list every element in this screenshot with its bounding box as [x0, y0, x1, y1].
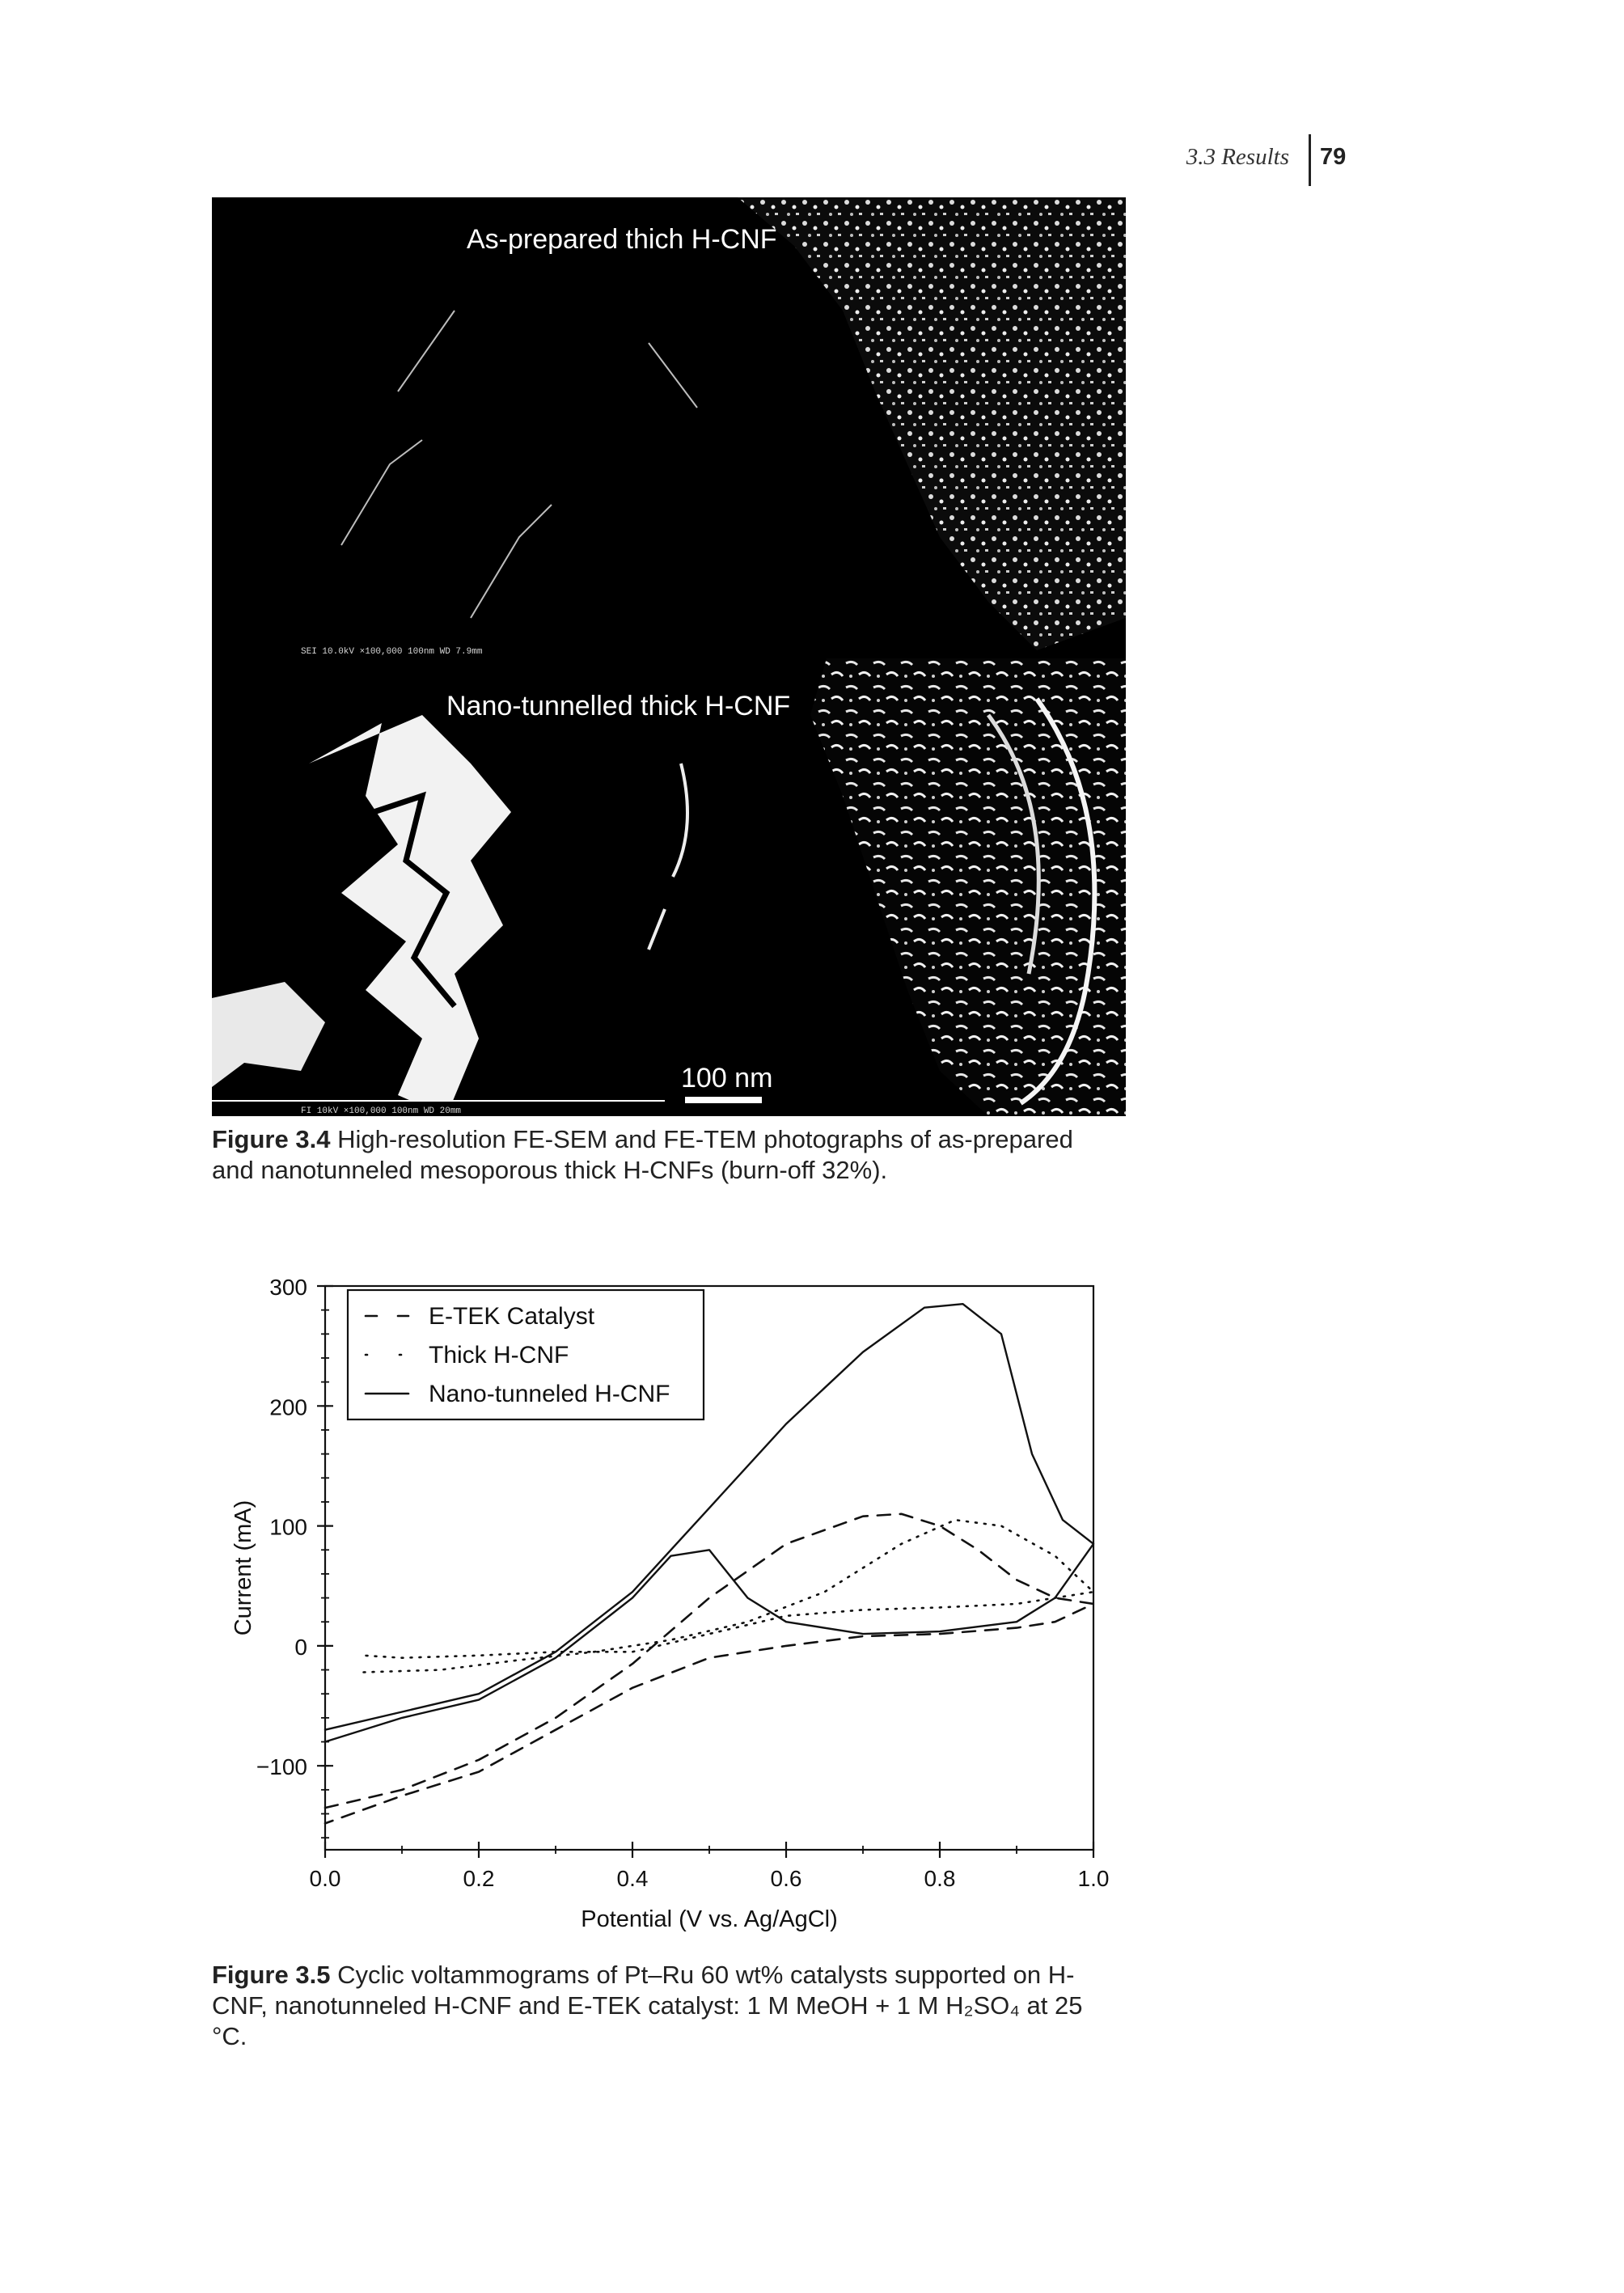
panel-bottom-label: Nano-tunnelled thick H-CNF [446, 691, 790, 721]
section-title: 3.3 Results [1186, 144, 1289, 170]
infobar-top-text: SEI 10.0kV ×100,000 100nm WD 7.9mm [301, 647, 483, 657]
series-line-1 [362, 1518, 1095, 1673]
micrograph-image: As-prepared thich H-CNF SEI 10.0kV ×100,… [212, 197, 1126, 1116]
scalebar [685, 1097, 762, 1103]
y-tick-label: −100 [256, 1754, 307, 1779]
series-line-0 [324, 1512, 1095, 1825]
legend-label-0: E-TEK Catalyst [429, 1303, 595, 1330]
tunnel-structure [309, 715, 511, 1116]
infobar-bottom-text: FI 10kV ×100,000 100nm WD 20mm [301, 1106, 461, 1116]
fiber-wall-texture [810, 658, 1126, 1116]
header-rule [1309, 134, 1311, 186]
caption-label: Figure 3.5 [212, 1961, 331, 1989]
x-tick-label: 0.8 [924, 1866, 956, 1891]
legend-label-2: Nano-tunneled H-CNF [429, 1381, 670, 1407]
legend-box [346, 1288, 705, 1421]
y-tick-label: 300 [269, 1275, 307, 1300]
y-axis-label: Current (mA) [230, 1500, 256, 1636]
caption-label: Figure 3.4 [212, 1125, 331, 1153]
caption-text: High-resolution FE-SEM and FE-TEM photog… [212, 1125, 1073, 1184]
panel-top-label: As-prepared thich H-CNF [467, 224, 777, 255]
running-head: 3.3 Results 79 [1051, 134, 1367, 186]
legend-label-1: Thick H-CNF [429, 1342, 569, 1369]
figure-caption-3-5: Figure 3.5 Cyclic voltammograms of Pt–Ru… [212, 1960, 1118, 2052]
x-tick-label: 0.2 [463, 1866, 495, 1891]
x-tick-label: 0.0 [310, 1866, 341, 1891]
infobar-top [212, 641, 697, 658]
chart-svg: 300 200 100 0 −100 0.0 0.2 0.4 0.6 0.8 1.0Potentia… [230, 1275, 1110, 1932]
x-tick-label: 0.6 [771, 1866, 802, 1891]
scalebar-label: 100 nm [681, 1063, 772, 1094]
series-line-2 [324, 1303, 1095, 1743]
micrograph-figure: As-prepared thich H-CNF SEI 10.0kV ×100,… [212, 197, 1126, 1116]
y-tick-label: 0 [294, 1635, 307, 1660]
x-tick-label: 0.4 [617, 1866, 649, 1891]
page-number: 79 [1320, 144, 1347, 170]
y-tick-label: 200 [269, 1394, 307, 1419]
caption-text: Cyclic voltammograms of Pt–Ru 60 wt% cat… [212, 1961, 1083, 2050]
x-tick-label: 1.0 [1078, 1866, 1110, 1891]
y-tick-label: 100 [269, 1515, 307, 1540]
figure-caption-3-4: Figure 3.4 High-resolution FE-SEM and FE… [212, 1124, 1118, 1186]
infobar-bottom [212, 1102, 665, 1116]
x-axis-label: Potential (V vs. Ag/AgCl) [581, 1906, 838, 1932]
